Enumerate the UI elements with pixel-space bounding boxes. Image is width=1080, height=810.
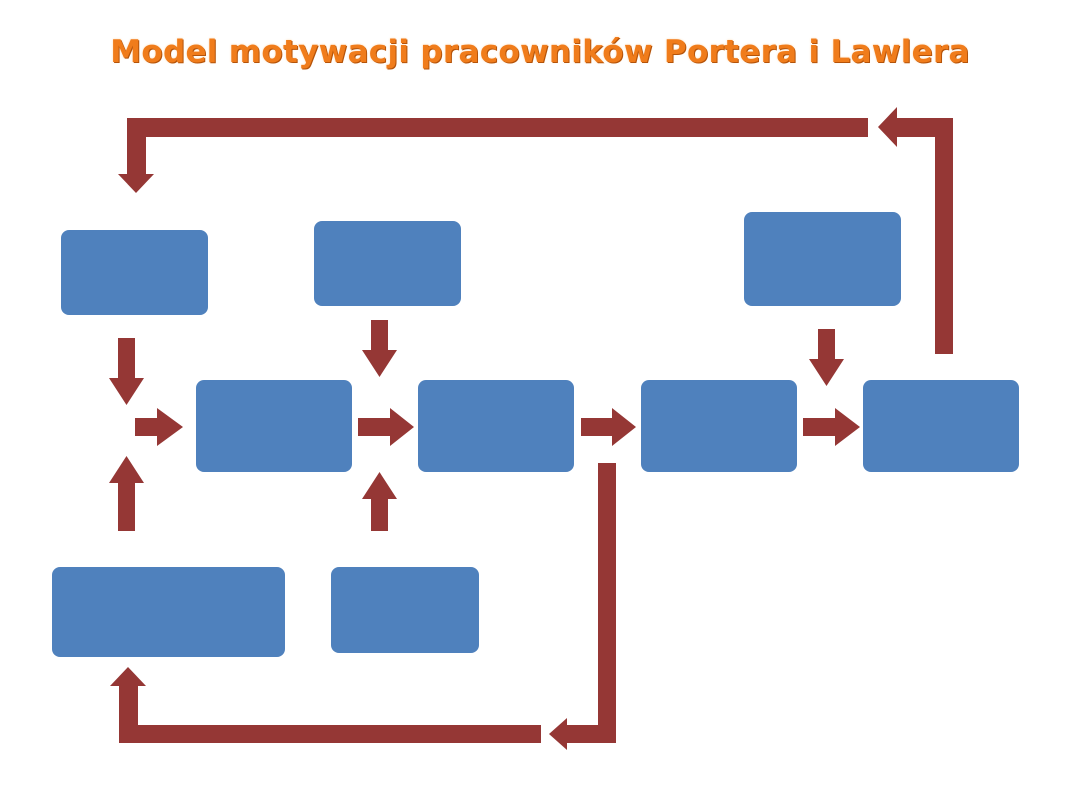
box-top-right [744,212,901,306]
feedback-arrow-top-span [118,118,868,193]
box-bottom-left [52,567,285,657]
arrow-up-from-bottom-middle [362,472,397,531]
box-row-3 [641,380,797,472]
box-row-4 [863,380,1019,472]
arrow-down-from-top-right [809,329,844,386]
box-bottom-middle [331,567,479,653]
box-row-2 [418,380,574,472]
arrow-right-into-box-1 [135,408,183,446]
box-top-left [61,230,208,315]
arrow-up-from-bottom-left [109,456,144,531]
feedback-arrow-bottom-span [110,667,541,743]
arrows [109,107,953,750]
feedback-arrow-bottom-right-leg [549,463,616,750]
arrow-right-box-2-to-3 [581,408,636,446]
arrow-right-box-3-to-4 [803,408,860,446]
arrow-down-from-top-middle [362,320,397,377]
box-row-1 [196,380,352,472]
feedback-arrow-top-right-leg [878,107,953,354]
box-top-middle [314,221,461,306]
arrow-right-box-1-to-2 [358,408,414,446]
boxes [52,212,1019,657]
arrow-down-from-top-left [109,338,144,405]
diagram-title: Model motywacji pracowników Portera i La… [110,34,970,70]
